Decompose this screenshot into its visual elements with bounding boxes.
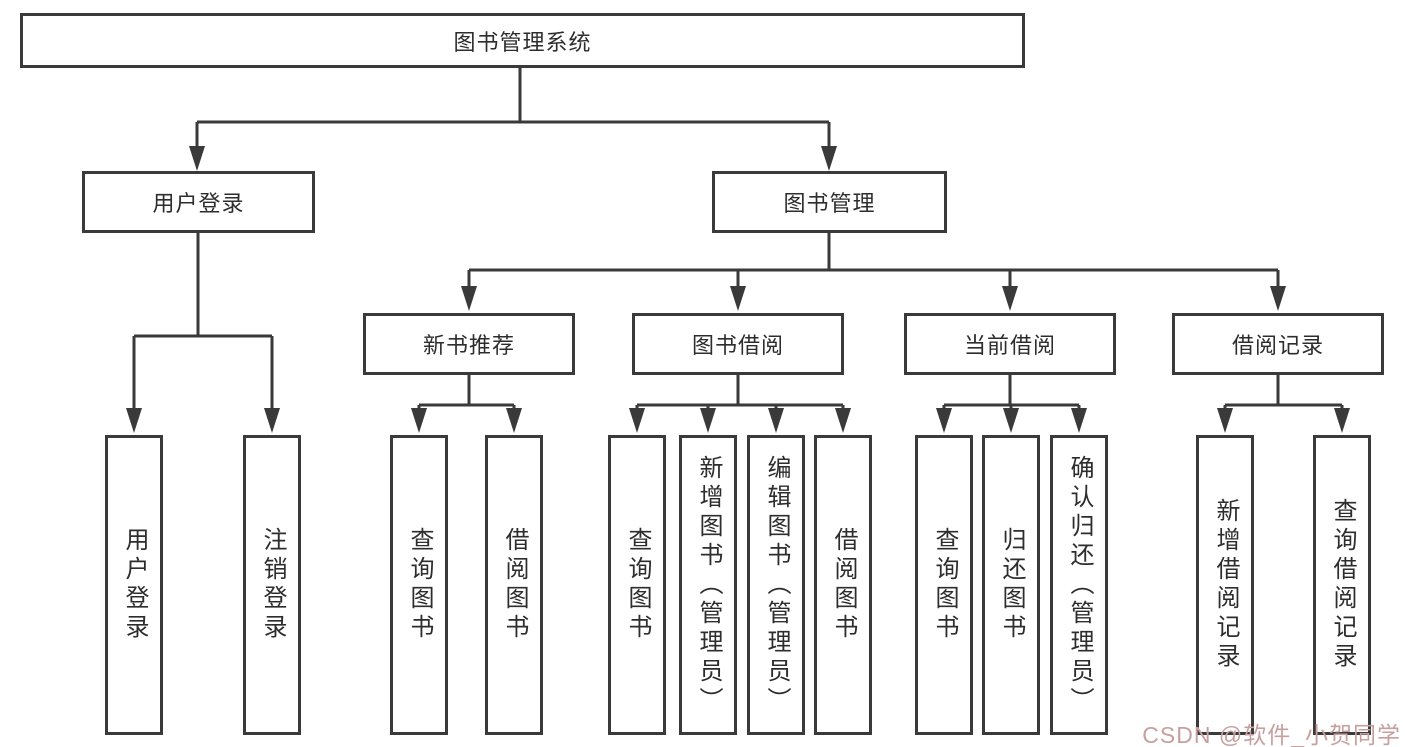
leaf-confirm-return-admin-label: 确认归还（管理员）: [1066, 454, 1093, 716]
leaf-edit-books-admin: 编辑图书（管理员）: [747, 435, 805, 735]
leaf-return-books: 归还图书: [982, 435, 1040, 735]
leaf-query-books-current: 查询图书: [915, 435, 973, 735]
leaf-borrow-books-recommend: 借阅图书: [485, 435, 543, 735]
leaf-return-books-label: 归还图书: [998, 527, 1025, 643]
node-book-management-label: 图书管理: [783, 191, 876, 216]
arrowheads: [126, 146, 1350, 433]
leaf-borrow-books-label: 借阅图书: [830, 527, 857, 643]
leaf-confirm-return-admin: 确认归还（管理员）: [1050, 435, 1108, 735]
leaf-add-books-admin: 新增图书（管理员）: [679, 435, 737, 735]
node-root: 图书管理系统: [20, 13, 1025, 68]
leaf-query-books-current-label: 查询图书: [931, 527, 958, 643]
node-borrow-records: 借阅记录: [1172, 313, 1384, 375]
leaf-query-books-borrow: 查询图书: [608, 435, 666, 735]
leaf-add-borrow-record: 新增借阅记录: [1196, 435, 1254, 735]
leaf-add-books-admin-label: 新增图书（管理员）: [695, 454, 722, 716]
leaf-query-borrow-record: 查询借阅记录: [1313, 435, 1371, 735]
node-new-book-recommend: 新书推荐: [363, 313, 575, 375]
node-current-borrow-label: 当前借阅: [963, 333, 1056, 358]
leaf-query-borrow-record-label: 查询借阅记录: [1329, 498, 1356, 672]
leaf-edit-books-admin-label: 编辑图书（管理员）: [763, 454, 790, 716]
leaf-query-books-recommend-label: 查询图书: [406, 527, 433, 643]
node-user-login-label: 用户登录: [152, 191, 245, 216]
node-book-borrow: 图书借阅: [632, 313, 844, 375]
leaf-add-borrow-record-label: 新增借阅记录: [1212, 498, 1239, 672]
leaf-logout-login: 注销登录: [243, 435, 301, 735]
node-new-book-recommend-label: 新书推荐: [422, 333, 515, 358]
leaf-logout-login-label: 注销登录: [259, 527, 286, 643]
leaf-query-books-recommend: 查询图书: [390, 435, 448, 735]
node-root-label: 图书管理系统: [453, 29, 592, 55]
node-user-login: 用户登录: [82, 171, 315, 233]
node-borrow-records-label: 借阅记录: [1231, 333, 1324, 358]
leaf-user-login-label: 用户登录: [121, 527, 148, 643]
node-current-borrow: 当前借阅: [904, 313, 1116, 375]
leaf-borrow-books: 借阅图书: [814, 435, 872, 735]
leaf-borrow-books-recommend-label: 借阅图书: [501, 527, 528, 643]
node-book-borrow-label: 图书借阅: [691, 333, 784, 358]
csdn-watermark: CSDN @软件_小贺同学: [1142, 722, 1401, 747]
node-book-management: 图书管理: [712, 171, 947, 233]
leaf-query-books-borrow-label: 查询图书: [624, 527, 651, 643]
leaf-user-login: 用户登录: [105, 435, 163, 735]
